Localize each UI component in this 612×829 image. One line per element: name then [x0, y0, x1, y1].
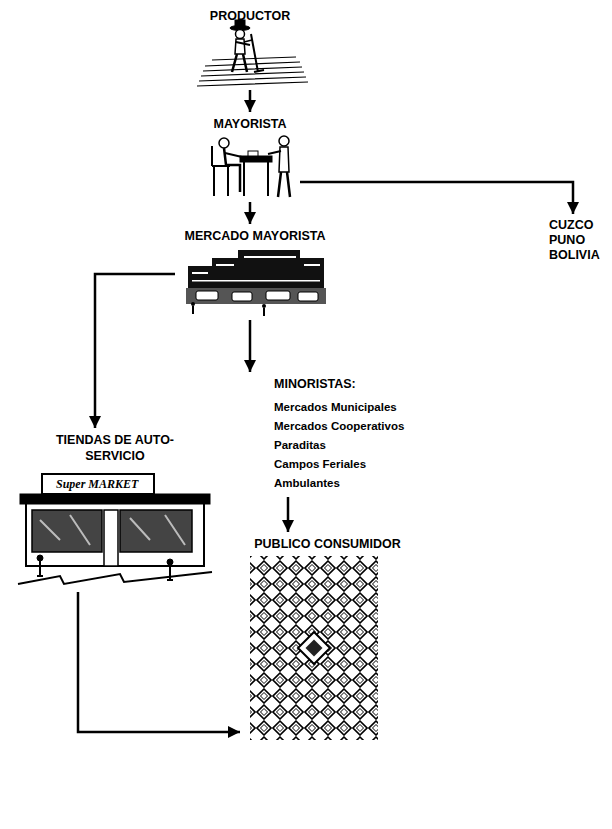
retailer-item: Campos Feriales [274, 455, 421, 474]
flow-arrow [78, 592, 240, 732]
market-building-illustration [186, 250, 326, 316]
shop-sign-text: Super MARKET [56, 477, 138, 491]
flow-arrow [287, 497, 290, 532]
retailer-item: Mercados Cooperativos [274, 417, 421, 436]
node-label: MERCADO MAYORISTA [179, 228, 331, 244]
flow-node: CUZCO PUNO BOLIVIA [545, 214, 607, 267]
merchant-illustration [212, 136, 290, 197]
flow-arrow [95, 274, 175, 428]
node-label: PUBLICO CONSUMIDOR [244, 536, 411, 552]
flow-node: MERCADO MAYORISTA [175, 224, 335, 320]
flow-node: MINORISTAS: Mercados MunicipalesMercados … [240, 372, 425, 497]
flow-node: TIENDAS DE AUTO-SERVICIO [10, 428, 220, 592]
retailer-item: Paraditas [274, 436, 421, 455]
farmer-illustration [197, 20, 308, 86]
node-label: PRODUCTOR [204, 8, 296, 24]
flow-node: PRODUCTOR [200, 4, 300, 90]
supermarket-illustration [18, 474, 212, 584]
flow-node: PUBLICO CONSUMIDOR [240, 532, 415, 746]
flow-arrow [300, 182, 573, 214]
node-label: CUZCO PUNO BOLIVIA [549, 218, 603, 263]
consumer-pattern-illustration [250, 556, 378, 740]
node-label: TIENDAS DE AUTO-SERVICIO [50, 432, 180, 464]
flow-arrow [249, 90, 252, 112]
flow-arrow [249, 202, 252, 224]
node-label: MAYORISTA [204, 116, 296, 132]
node-label: MINORISTAS: [274, 376, 421, 392]
flow-arrow [249, 320, 252, 372]
retailer-item: Ambulantes [274, 474, 421, 493]
retailer-item: Mercados Municipales [274, 398, 421, 417]
flow-node: MAYORISTA [200, 112, 300, 202]
